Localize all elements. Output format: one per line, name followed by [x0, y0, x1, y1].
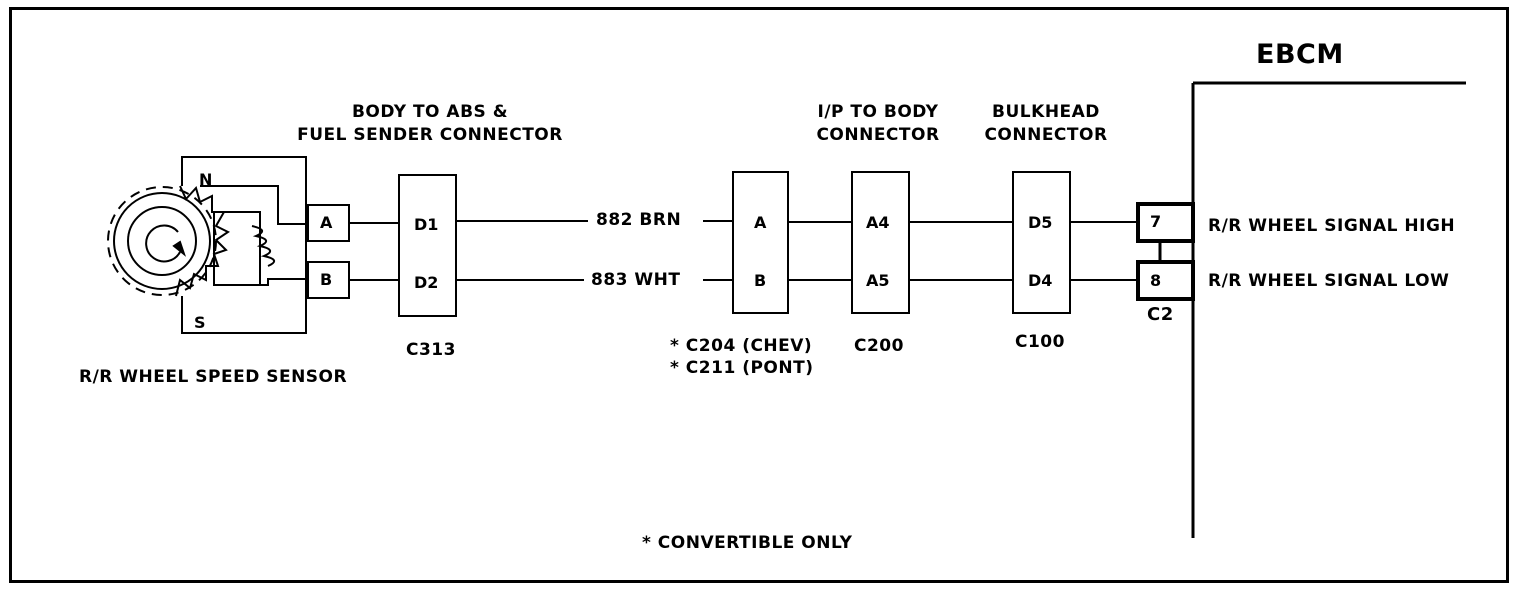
c100-pin-d5: D5 [1028, 213, 1053, 232]
c313-id: C313 [406, 340, 456, 360]
sensor-lead-b [214, 278, 308, 286]
c200-pin-a4: A4 [866, 213, 890, 232]
coil-core [213, 211, 261, 286]
pole-s-label: S [194, 313, 206, 332]
pole-n-label: N [199, 170, 213, 189]
c204-body [732, 171, 789, 314]
c100-title-line2: CONNECTOR [984, 125, 1108, 145]
sensor-lead-a [200, 185, 308, 225]
sensor-rotor-ring [113, 192, 211, 290]
c100-id: C100 [1015, 332, 1065, 352]
ebcm-title: EBCM [1256, 39, 1344, 70]
c200-pin-a5: A5 [866, 271, 890, 290]
c204-id: * C204 (CHEV) [670, 336, 813, 356]
c200-title-line2: CONNECTOR [816, 125, 940, 145]
signal-low-label: R/R WHEEL SIGNAL LOW [1208, 271, 1450, 291]
frame-top-wire [181, 156, 307, 285]
c2-connector-id: C2 [1147, 304, 1174, 325]
c2-pin-7-box [1136, 202, 1195, 243]
sensor-rotor-inner [127, 206, 197, 276]
c313-title-line2: FUEL SENDER CONNECTOR [297, 125, 563, 145]
c100-pin-d4: D4 [1028, 271, 1053, 290]
c200-body [851, 171, 910, 314]
c2-pin-8: 8 [1150, 271, 1162, 290]
c100-body [1012, 171, 1071, 314]
c200-id: C200 [854, 336, 904, 356]
sensor-term-a: A [320, 213, 333, 232]
sensor-label: R/R WHEEL SPEED SENSOR [79, 367, 348, 387]
c313-pin-d2: D2 [414, 273, 439, 292]
c100-title-line1: BULKHEAD [992, 102, 1100, 122]
diagram-frame [9, 7, 1509, 583]
frame-bottom-wire [181, 285, 307, 334]
rotation-arrow [145, 224, 181, 263]
c313-body [398, 174, 457, 317]
c200-title-line1: I/P TO BODY [817, 102, 939, 122]
sensor-term-b: B [320, 270, 333, 289]
c2-pin-8-box [1136, 260, 1195, 301]
coil-winding [251, 225, 275, 267]
c204-pin-b: B [754, 271, 767, 290]
wire-883-wht-label: 883 WHT [591, 270, 681, 290]
c313-title-line1: BODY TO ABS & [351, 102, 509, 122]
wire-882-brn-label: 882 BRN [596, 210, 682, 230]
c313-pin-d1: D1 [414, 215, 439, 234]
footnote: * CONVERTIBLE ONLY [642, 533, 853, 553]
rotation-arrowhead [172, 240, 187, 257]
signal-high-label: R/R WHEEL SIGNAL HIGH [1208, 216, 1456, 236]
c204-pin-a: A [754, 213, 767, 232]
c211-id: * C211 (PONT) [670, 358, 814, 378]
c2-pin-7: 7 [1150, 212, 1162, 231]
magnet-teeth [175, 185, 230, 297]
